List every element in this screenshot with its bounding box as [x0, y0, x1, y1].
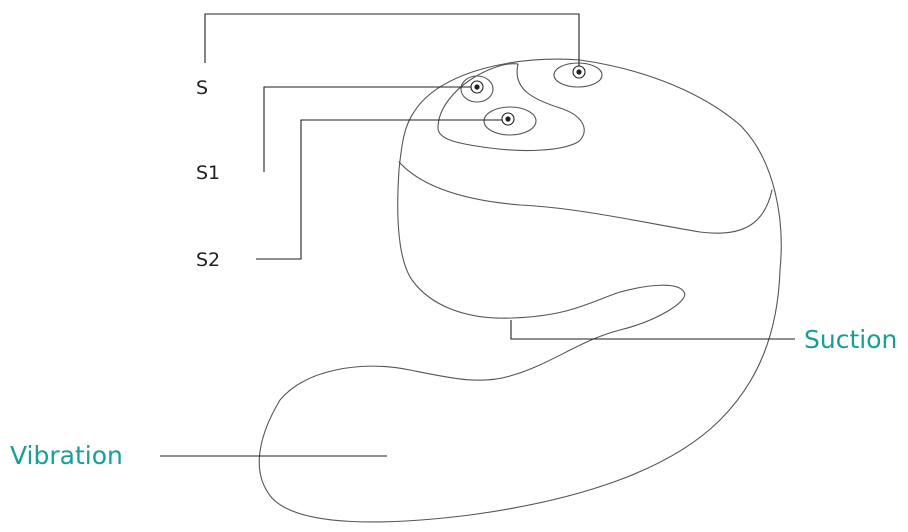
device-outline — [259, 59, 781, 522]
leader-line-s2 — [256, 120, 502, 259]
leader-line-s — [205, 14, 579, 66]
sensor-point-s1 — [471, 81, 483, 93]
leader-line-suction — [511, 320, 795, 339]
sensor-point-s2 — [502, 113, 514, 125]
label-vibration: Vibration — [10, 441, 123, 470]
leader-line-s1 — [264, 87, 471, 172]
sensor-point-s — [573, 66, 585, 78]
top-shell-line — [399, 162, 772, 233]
label-s2: S2 — [196, 249, 220, 271]
label-s: S — [196, 77, 208, 99]
label-suction: Suction — [804, 325, 897, 354]
label-s1: S1 — [196, 162, 220, 184]
device-body-outline — [259, 59, 781, 522]
